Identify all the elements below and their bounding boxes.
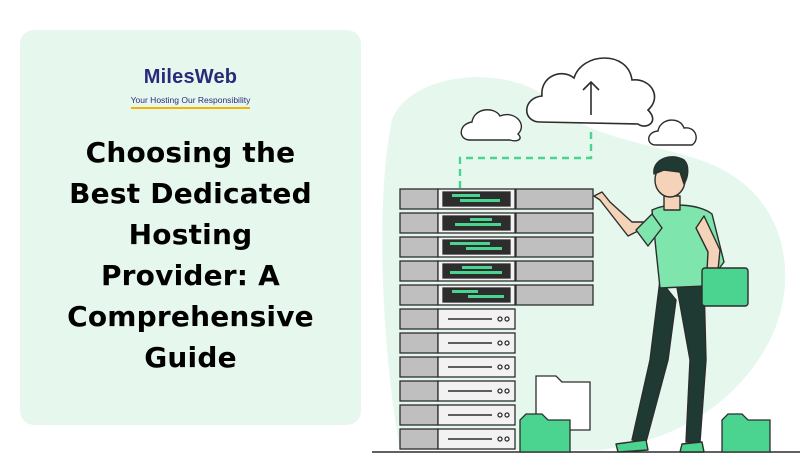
server-unit [399, 356, 516, 378]
cloud-icon [460, 109, 523, 142]
server-unit-active [399, 260, 594, 282]
title-line: Provider: A [100, 259, 281, 292]
server-unit [399, 380, 516, 402]
person-figure [593, 156, 749, 453]
server-unit-active [399, 212, 594, 234]
title-line: Comprehensive [67, 300, 314, 333]
server-unit-active [399, 236, 594, 258]
title-line: Hosting [128, 218, 253, 251]
server-unit [399, 404, 516, 426]
title-line: Guide [144, 341, 237, 374]
cloud-icon [648, 119, 697, 146]
server-unit-active [399, 284, 594, 306]
server-unit-active [399, 188, 594, 210]
folder-icon [519, 375, 591, 453]
server-unit [399, 332, 516, 354]
brand-logo: MilesWeb Your Hosting Our Responsibility [20, 66, 361, 109]
server-unit [399, 428, 516, 450]
server-unit [399, 308, 516, 330]
cloud-upload-icon [525, 57, 656, 127]
title-card: MilesWeb Your Hosting Our Responsibility… [20, 30, 361, 425]
data-link-line [458, 128, 593, 188]
title-line: Choosing the [85, 136, 296, 169]
server-rack [399, 188, 594, 450]
folder-icon [721, 413, 771, 453]
page-title: Choosing the Best Dedicated Hosting Prov… [20, 132, 361, 378]
title-line: Best Dedicated [69, 177, 312, 210]
brand-name: MilesWeb [143, 66, 238, 88]
brand-tagline: Your Hosting Our Responsibility [130, 95, 251, 109]
server-illustration [372, 57, 800, 453]
